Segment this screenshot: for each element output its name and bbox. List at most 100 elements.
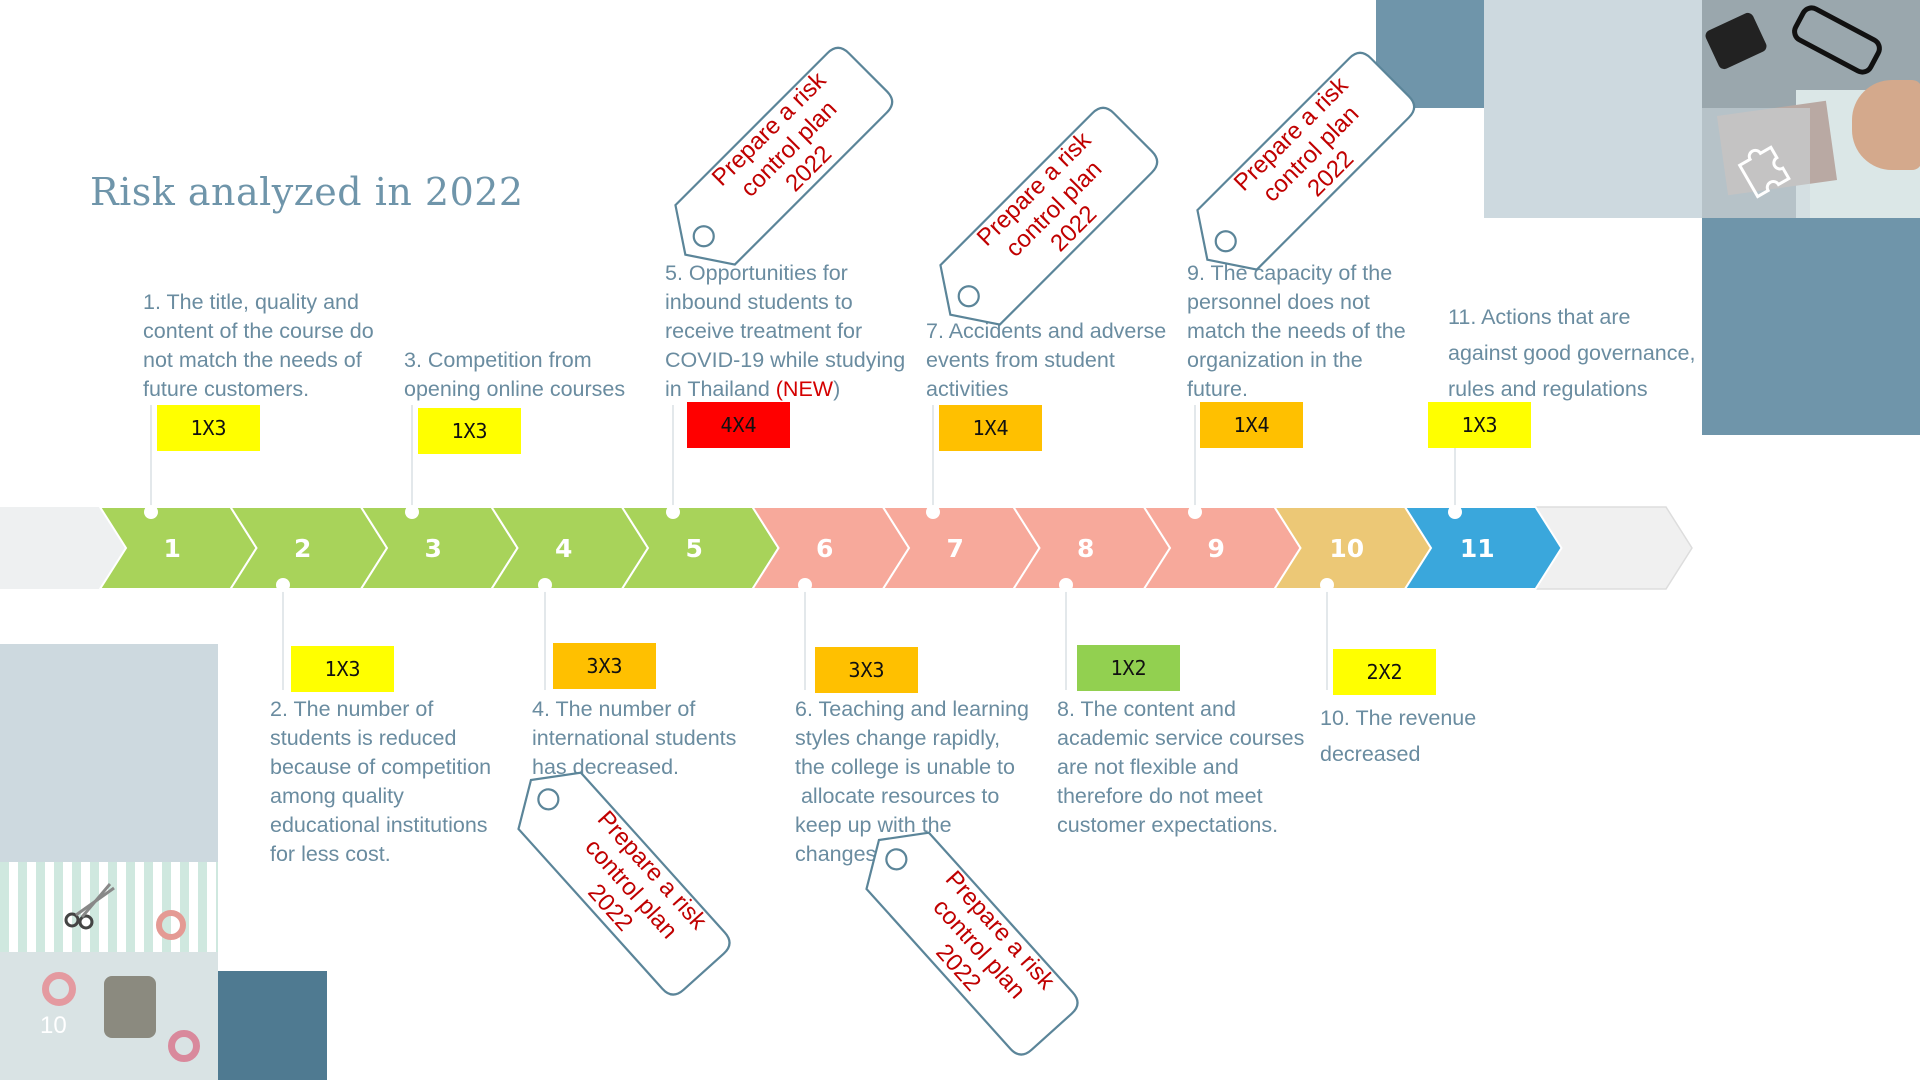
risk-1-line: future customers. (143, 377, 310, 401)
timeline-segment-number: 3 (425, 534, 442, 563)
photo-glasses (1787, 1, 1887, 79)
risk-8-line: academic service courses (1057, 726, 1305, 750)
risk-8-line: 8. The content and (1057, 697, 1236, 721)
photo-phone (1703, 10, 1769, 72)
connector-stem (1326, 585, 1328, 690)
risk-5-text: 5. Opportunities for inbound students to… (665, 259, 905, 404)
risk-2-line: 2. The number of (270, 697, 434, 721)
risk-4-line: has decreased. (532, 755, 680, 779)
risk-1-line: content of the course do (143, 319, 374, 343)
connector-dot (1448, 505, 1462, 519)
risk-9-score-badge: 1X4 (1200, 402, 1303, 448)
panel-bottom-left-dark (218, 971, 327, 1080)
risk-8-text: 8. The content and academic service cour… (1057, 695, 1304, 840)
risk-2-score-badge: 1X3 (291, 646, 394, 692)
new-label-close: ) (833, 377, 841, 401)
photo-tape-2 (42, 972, 76, 1006)
risk-5-line: in Thailand (665, 377, 776, 401)
connector-stem (804, 585, 806, 690)
risk-8-line: are not flexible and (1057, 755, 1239, 779)
risk-6-line: changes. (795, 842, 883, 866)
risk-5-line: receive treatment for (665, 319, 863, 343)
risk-3-text: 3. Competition from opening online cours… (404, 346, 625, 404)
connector-dot (276, 578, 290, 592)
timeline-segment-11 (1403, 506, 1563, 590)
risk-10-text: 10. The revenue decreased (1320, 700, 1476, 772)
page-title: Risk analyzed in 2022 (90, 170, 524, 214)
risk-7-text: 7. Accidents and adverse events from stu… (926, 317, 1166, 404)
connector-stem (1454, 405, 1456, 513)
photo-tape-1 (156, 910, 186, 940)
timeline-segment-number: 8 (1077, 534, 1094, 563)
connector-dot (144, 505, 158, 519)
risk-4-score-badge: 3X3 (553, 643, 656, 689)
risk-5-line: inbound students to (665, 290, 853, 314)
timeline-start-segment (0, 507, 126, 589)
risk-1-text: 1. The title, quality and content of the… (143, 288, 374, 404)
risk-3-line: opening online courses (404, 377, 626, 401)
risk-2-line: among quality (270, 784, 404, 808)
risk-6-line: allocate resources to (795, 784, 1000, 808)
risk-7-line: events from student (926, 348, 1115, 372)
risk-9-line: personnel does not (1187, 290, 1370, 314)
risk-1-line: not match the needs of (143, 348, 362, 372)
connector-dot (926, 505, 940, 519)
risk-2-text: 2. The number of students is reduced bec… (270, 695, 491, 869)
connector-dot (1320, 578, 1334, 592)
connector-dot (405, 505, 419, 519)
risk-plan-tag: Prepare a risk control plan 2022 (674, 46, 894, 266)
timeline-segment-number: 1 (164, 534, 181, 563)
risk-11-text: 11. Actions that are against good govern… (1448, 299, 1695, 407)
puzzle-icon (1737, 145, 1791, 199)
desk-photo (1702, 0, 1920, 218)
risk-7-line: 7. Accidents and adverse (926, 319, 1167, 343)
timeline-segment-number: 11 (1460, 534, 1495, 563)
risk-9-line: 9. The capacity of the (1187, 261, 1393, 285)
risk-6-text: 6. Teaching and learning styles change r… (795, 695, 1029, 869)
connector-dot (666, 505, 680, 519)
risk-2-line: students is reduced (270, 726, 457, 750)
risk-5-line-last: in Thailand (NEW) (665, 375, 905, 404)
photo-spool (104, 976, 156, 1038)
risk-4-text: 4. The number of international students … (532, 695, 736, 782)
risk-6-line: 6. Teaching and learning (795, 697, 1029, 721)
risk-11-score-badge: 1X3 (1428, 402, 1531, 448)
timeline-segment-number: 2 (294, 534, 311, 563)
risk-3-line: 3. Competition from (404, 348, 592, 372)
new-label: (NEW (775, 377, 834, 401)
risk-10-score-badge: 2X2 (1333, 649, 1436, 695)
page-number: 10 (40, 1012, 67, 1039)
connector-stem (1065, 585, 1067, 690)
risk-6-line: the college is unable to (795, 755, 1015, 779)
risk-6-score-badge: 3X3 (815, 647, 918, 693)
photo-hand (1852, 80, 1920, 170)
risk-10-line: decreased (1320, 742, 1421, 766)
connector-stem (150, 405, 152, 513)
connector-dot (538, 578, 552, 592)
risk-4-line: international students (532, 726, 737, 750)
connector-stem (672, 405, 674, 513)
risk-8-score-badge: 1X2 (1077, 645, 1180, 691)
risk-9-text: 9. The capacity of the personnel does no… (1187, 259, 1406, 404)
risk-7-line: activities (926, 377, 1009, 401)
risk-plan-tag: Prepare a risk control plan 2022 (939, 106, 1159, 326)
connector-stem (411, 405, 413, 513)
risk-2-line: educational institutions (270, 813, 488, 837)
risk-11-line: against good governance, (1448, 341, 1696, 365)
connector-stem (1194, 405, 1196, 513)
craft-photo (0, 862, 218, 1080)
risk-8-line: therefore do not meet (1057, 784, 1263, 808)
connector-stem (932, 405, 934, 513)
photo-overlay (1702, 108, 1810, 218)
scissors-icon (64, 883, 115, 930)
risk-9-line: future. (1187, 377, 1248, 401)
risk-11-line: 11. Actions that are (1448, 305, 1631, 329)
risk-5-line: COVID-19 while studying (665, 348, 906, 372)
risk-1-score-badge: 1X3 (157, 405, 260, 451)
risk-10-line: 10. The revenue (1320, 706, 1477, 730)
risk-2-line: because of competition (270, 755, 492, 779)
risk-6-line: styles change rapidly, (795, 726, 1001, 750)
risk-plan-tag: Prepare a risk control plan 2022 (517, 771, 731, 996)
